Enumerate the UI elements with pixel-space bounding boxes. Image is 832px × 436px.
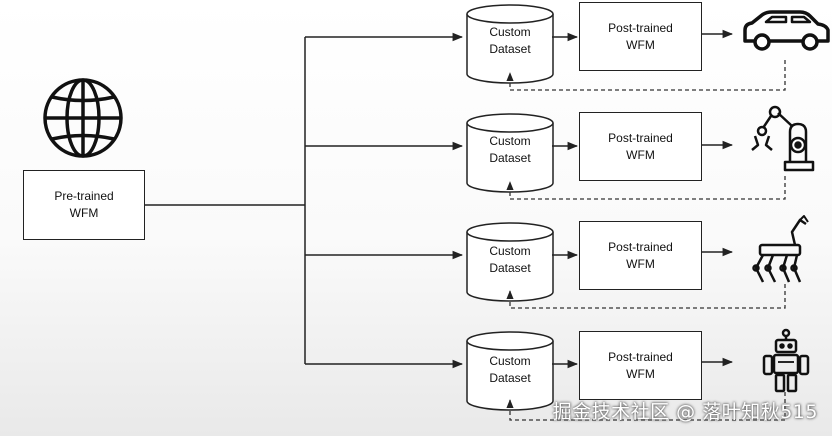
posttrained-wfm-box-2: Post-trained WFM [579, 112, 702, 181]
dataset-cylinder [466, 113, 554, 193]
branch-connectors [145, 32, 464, 369]
posttrained-wfm-box-3: Post-trained WFM [579, 221, 702, 290]
dataset-cylinder [466, 331, 554, 411]
dataset-label-2: Custom Dataset [489, 134, 531, 165]
globe-icon [43, 78, 123, 158]
dataset-cylinders [466, 4, 554, 411]
pretrained-wfm-box: Pre-trained WFM [23, 170, 145, 240]
posttrained-wfm-box-4: Post-trained WFM [579, 331, 702, 400]
dataset-label-3: Custom Dataset [489, 244, 531, 275]
dataset-label-1: Custom Dataset [489, 25, 531, 56]
flow-arrows [552, 29, 734, 369]
dataset-cylinder [466, 222, 554, 302]
robotic-arm-icon [751, 105, 815, 172]
watermark: 掘金技术社区 @ 落叶知秋515 [552, 401, 818, 423]
pretrained-line1: Pre-trained [54, 189, 114, 203]
humanoid-robot-icon [762, 328, 810, 393]
quadruped-robot-icon [752, 215, 809, 283]
feedback-loops [506, 60, 786, 421]
dataset-label-4: Custom Dataset [489, 354, 531, 385]
car-icon [743, 10, 830, 51]
pretrained-line2: WFM [69, 206, 99, 220]
dataset-cylinder [466, 4, 554, 84]
posttrained-wfm-box-1: Post-trained WFM [579, 2, 702, 71]
